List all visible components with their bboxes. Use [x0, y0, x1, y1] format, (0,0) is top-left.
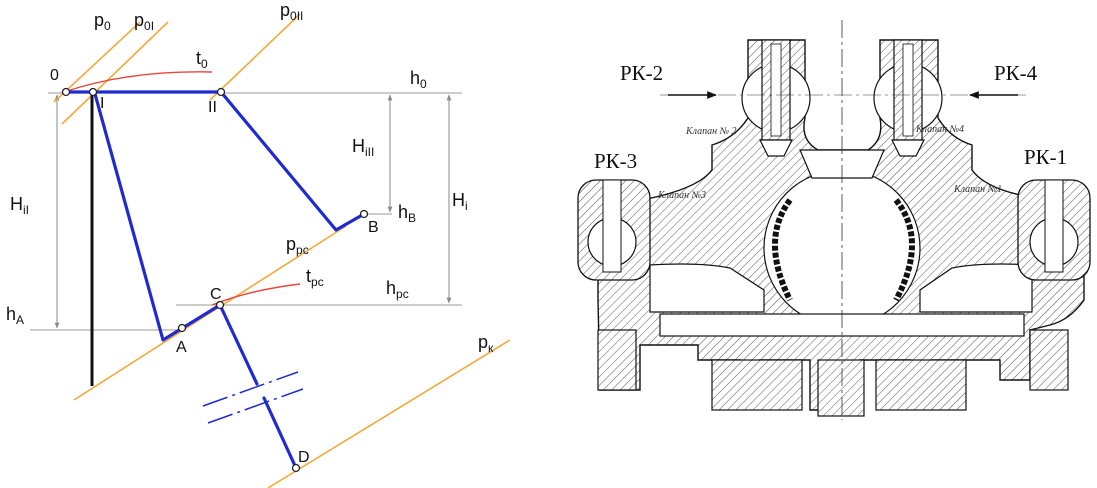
steam-passage-left — [649, 263, 765, 313]
label-point-II: II — [208, 99, 217, 116]
label-point-C: C — [210, 286, 222, 303]
label-hA: hA — [6, 304, 24, 327]
label-valve-1: Клапан №1 — [953, 184, 1002, 195]
isobar-pk — [267, 339, 511, 488]
label-HiI: HiI — [10, 194, 29, 217]
label-p0I: p0I — [134, 10, 154, 33]
label-rk4: РК-4 — [994, 61, 1038, 85]
inner-arc-right — [893, 198, 915, 302]
point-C-marker — [215, 300, 225, 310]
valve-2-housing — [741, 39, 811, 157]
point-D-marker — [291, 463, 301, 473]
lower-flange-right — [875, 359, 967, 411]
label-p0: p0 — [94, 10, 111, 33]
process-line-C-D-upper — [218, 303, 259, 386]
label-pk: pк — [478, 332, 494, 355]
point-B-marker — [359, 209, 369, 219]
label-t0: t0 — [196, 48, 208, 71]
label-hpc: hpc — [386, 278, 409, 301]
valve-3-housing — [577, 179, 651, 391]
process-line-C-D-lower — [262, 396, 298, 470]
label-valve-4: Клапан №4 — [915, 124, 964, 135]
point-A-marker — [177, 323, 187, 333]
point-I-marker — [88, 87, 98, 97]
label-tpc: tpc — [306, 266, 324, 289]
label-h0: h0 — [410, 68, 427, 91]
isobar-p0I — [61, 21, 169, 125]
label-point-I: I — [100, 95, 104, 112]
label-valve-2: Клапан № 2 — [685, 126, 737, 137]
lower-outlet — [817, 359, 865, 417]
break-mark-lower — [207, 388, 304, 424]
label-point-B: B — [368, 219, 379, 236]
label-point-A: A — [176, 339, 187, 356]
point-0-marker — [61, 87, 71, 97]
inner-arc-left — [772, 198, 793, 302]
valve-section-drawing: РК-2 РК-4 РК-3 РК-1 Клапан № 2 Клапан №4… — [577, 20, 1091, 420]
steam-passage-top — [799, 149, 885, 179]
label-point-0: 0 — [50, 67, 59, 84]
isotherm-t0 — [63, 71, 213, 93]
steam-passage-right — [919, 263, 1033, 313]
break-mark-upper — [202, 371, 299, 407]
label-rk2: РК-2 — [620, 61, 663, 85]
label-p0II: p0II — [280, 0, 303, 23]
lower-flange-left — [711, 359, 803, 411]
isobar-p0II — [209, 13, 301, 101]
label-valve-3: Клапан №3 — [657, 190, 706, 201]
label-HiII: HiII — [352, 136, 374, 159]
valve-1-housing — [1017, 179, 1091, 391]
isotherm-tpc — [211, 283, 301, 306]
point-II-marker — [216, 87, 226, 97]
label-rk1: РК-1 — [1024, 145, 1067, 169]
label-rk3: РК-3 — [594, 149, 637, 173]
label-hB: hB — [398, 202, 416, 225]
label-point-D: D — [298, 449, 310, 466]
label-ppc: ppc — [286, 234, 309, 257]
label-Hi: Hi — [452, 190, 468, 213]
hs-diagram: p0 p0I p0II ppc pк t0 tpc h0 hB hpc hA H… — [6, 0, 511, 488]
valve-4-housing — [873, 39, 943, 157]
process-line-I-A-C — [93, 92, 222, 342]
